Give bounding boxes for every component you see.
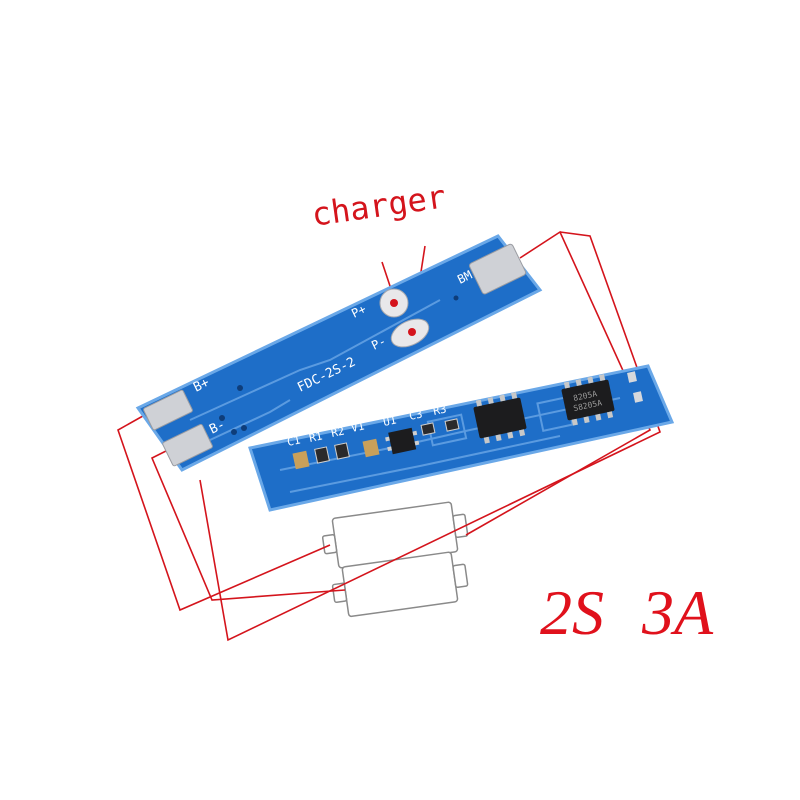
pad-b-plus <box>143 389 193 431</box>
silk-b-minus: B- <box>207 417 228 437</box>
mosfet-chip-1 <box>473 392 527 444</box>
silk-c1: C1 <box>286 433 302 448</box>
wire-bplus <box>117 411 331 612</box>
spec-label: 2S 3A <box>540 577 714 648</box>
silk-p-minus: P- <box>369 334 388 353</box>
pcb-top-vias <box>219 295 459 435</box>
silk-bm: BM <box>455 268 474 287</box>
pad-b-minus <box>162 423 213 467</box>
silk-b-plus: B+ <box>191 375 212 395</box>
silk-u1: U1 <box>382 413 398 428</box>
silk-r1: R1 <box>308 429 324 444</box>
silk-r2: R2 <box>330 424 346 439</box>
silk-r3: R3 <box>432 402 448 417</box>
silk-v1: V1 <box>350 419 366 434</box>
smd-components <box>292 418 460 470</box>
mosfet-chip-2: 8205A S8205A <box>561 374 615 426</box>
pcb-bottom-silk: C1 R1 R2 V1 U1 C3 R3 <box>286 402 448 448</box>
battery-pack <box>321 501 469 618</box>
pcb-bottom-pads <box>627 371 643 403</box>
pcb-top-trace <box>189 299 441 421</box>
pad-bm <box>469 243 527 295</box>
battery-cell-2 <box>331 551 469 618</box>
wire-bminus <box>150 447 346 601</box>
pcb-bottom: C1 R1 R2 V1 U1 C3 R3 <box>248 364 675 512</box>
pcb-top-trace-2 <box>209 399 291 441</box>
pcb-top: B+ B- BM P+ P- FDC-2S-2 <box>135 234 543 472</box>
wire-outer <box>199 231 661 642</box>
silk-p-plus: P+ <box>349 302 368 321</box>
wire-bm <box>465 230 652 536</box>
silk-c3: C3 <box>408 407 424 422</box>
